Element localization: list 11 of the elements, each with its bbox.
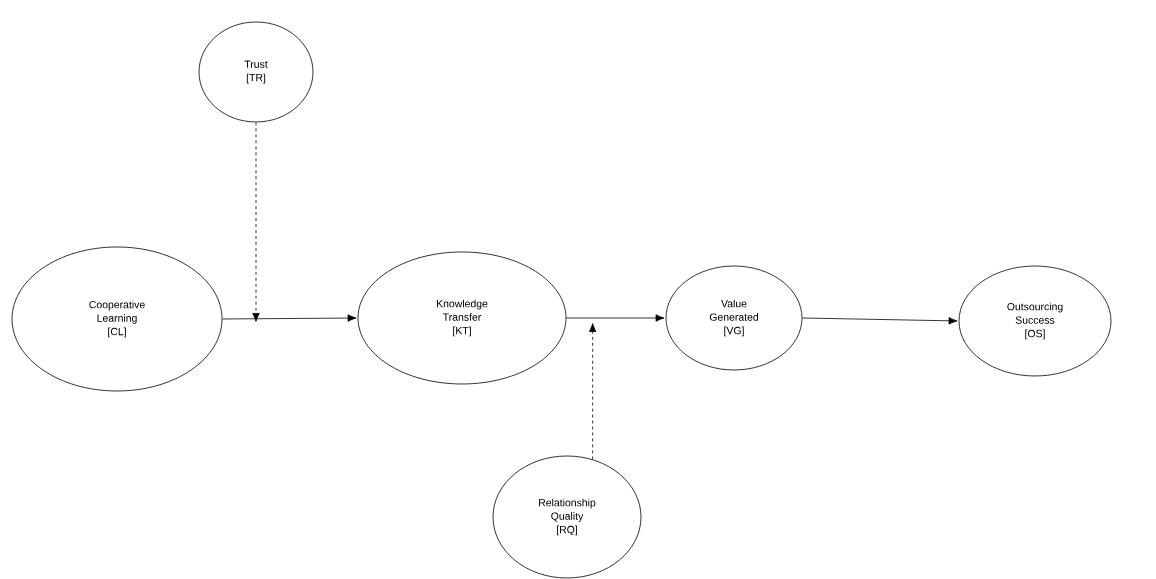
arrow xyxy=(252,122,260,322)
arrow xyxy=(802,317,958,325)
arrow xyxy=(589,323,597,460)
ellipse-node: Value Generated [VG] xyxy=(665,265,803,371)
arrow xyxy=(222,314,357,322)
ellipse-node: Relationship Quality [RQ] xyxy=(492,455,642,579)
ellipse-node: Cooperative Learning [CL] xyxy=(11,246,223,392)
ellipse-node: Trust [TR] xyxy=(198,21,314,123)
ellipse-node: Knowledge Transfer [KT] xyxy=(357,251,567,385)
ellipse-node: Outsourcing Success [OS] xyxy=(958,265,1112,377)
arrow xyxy=(566,314,665,322)
